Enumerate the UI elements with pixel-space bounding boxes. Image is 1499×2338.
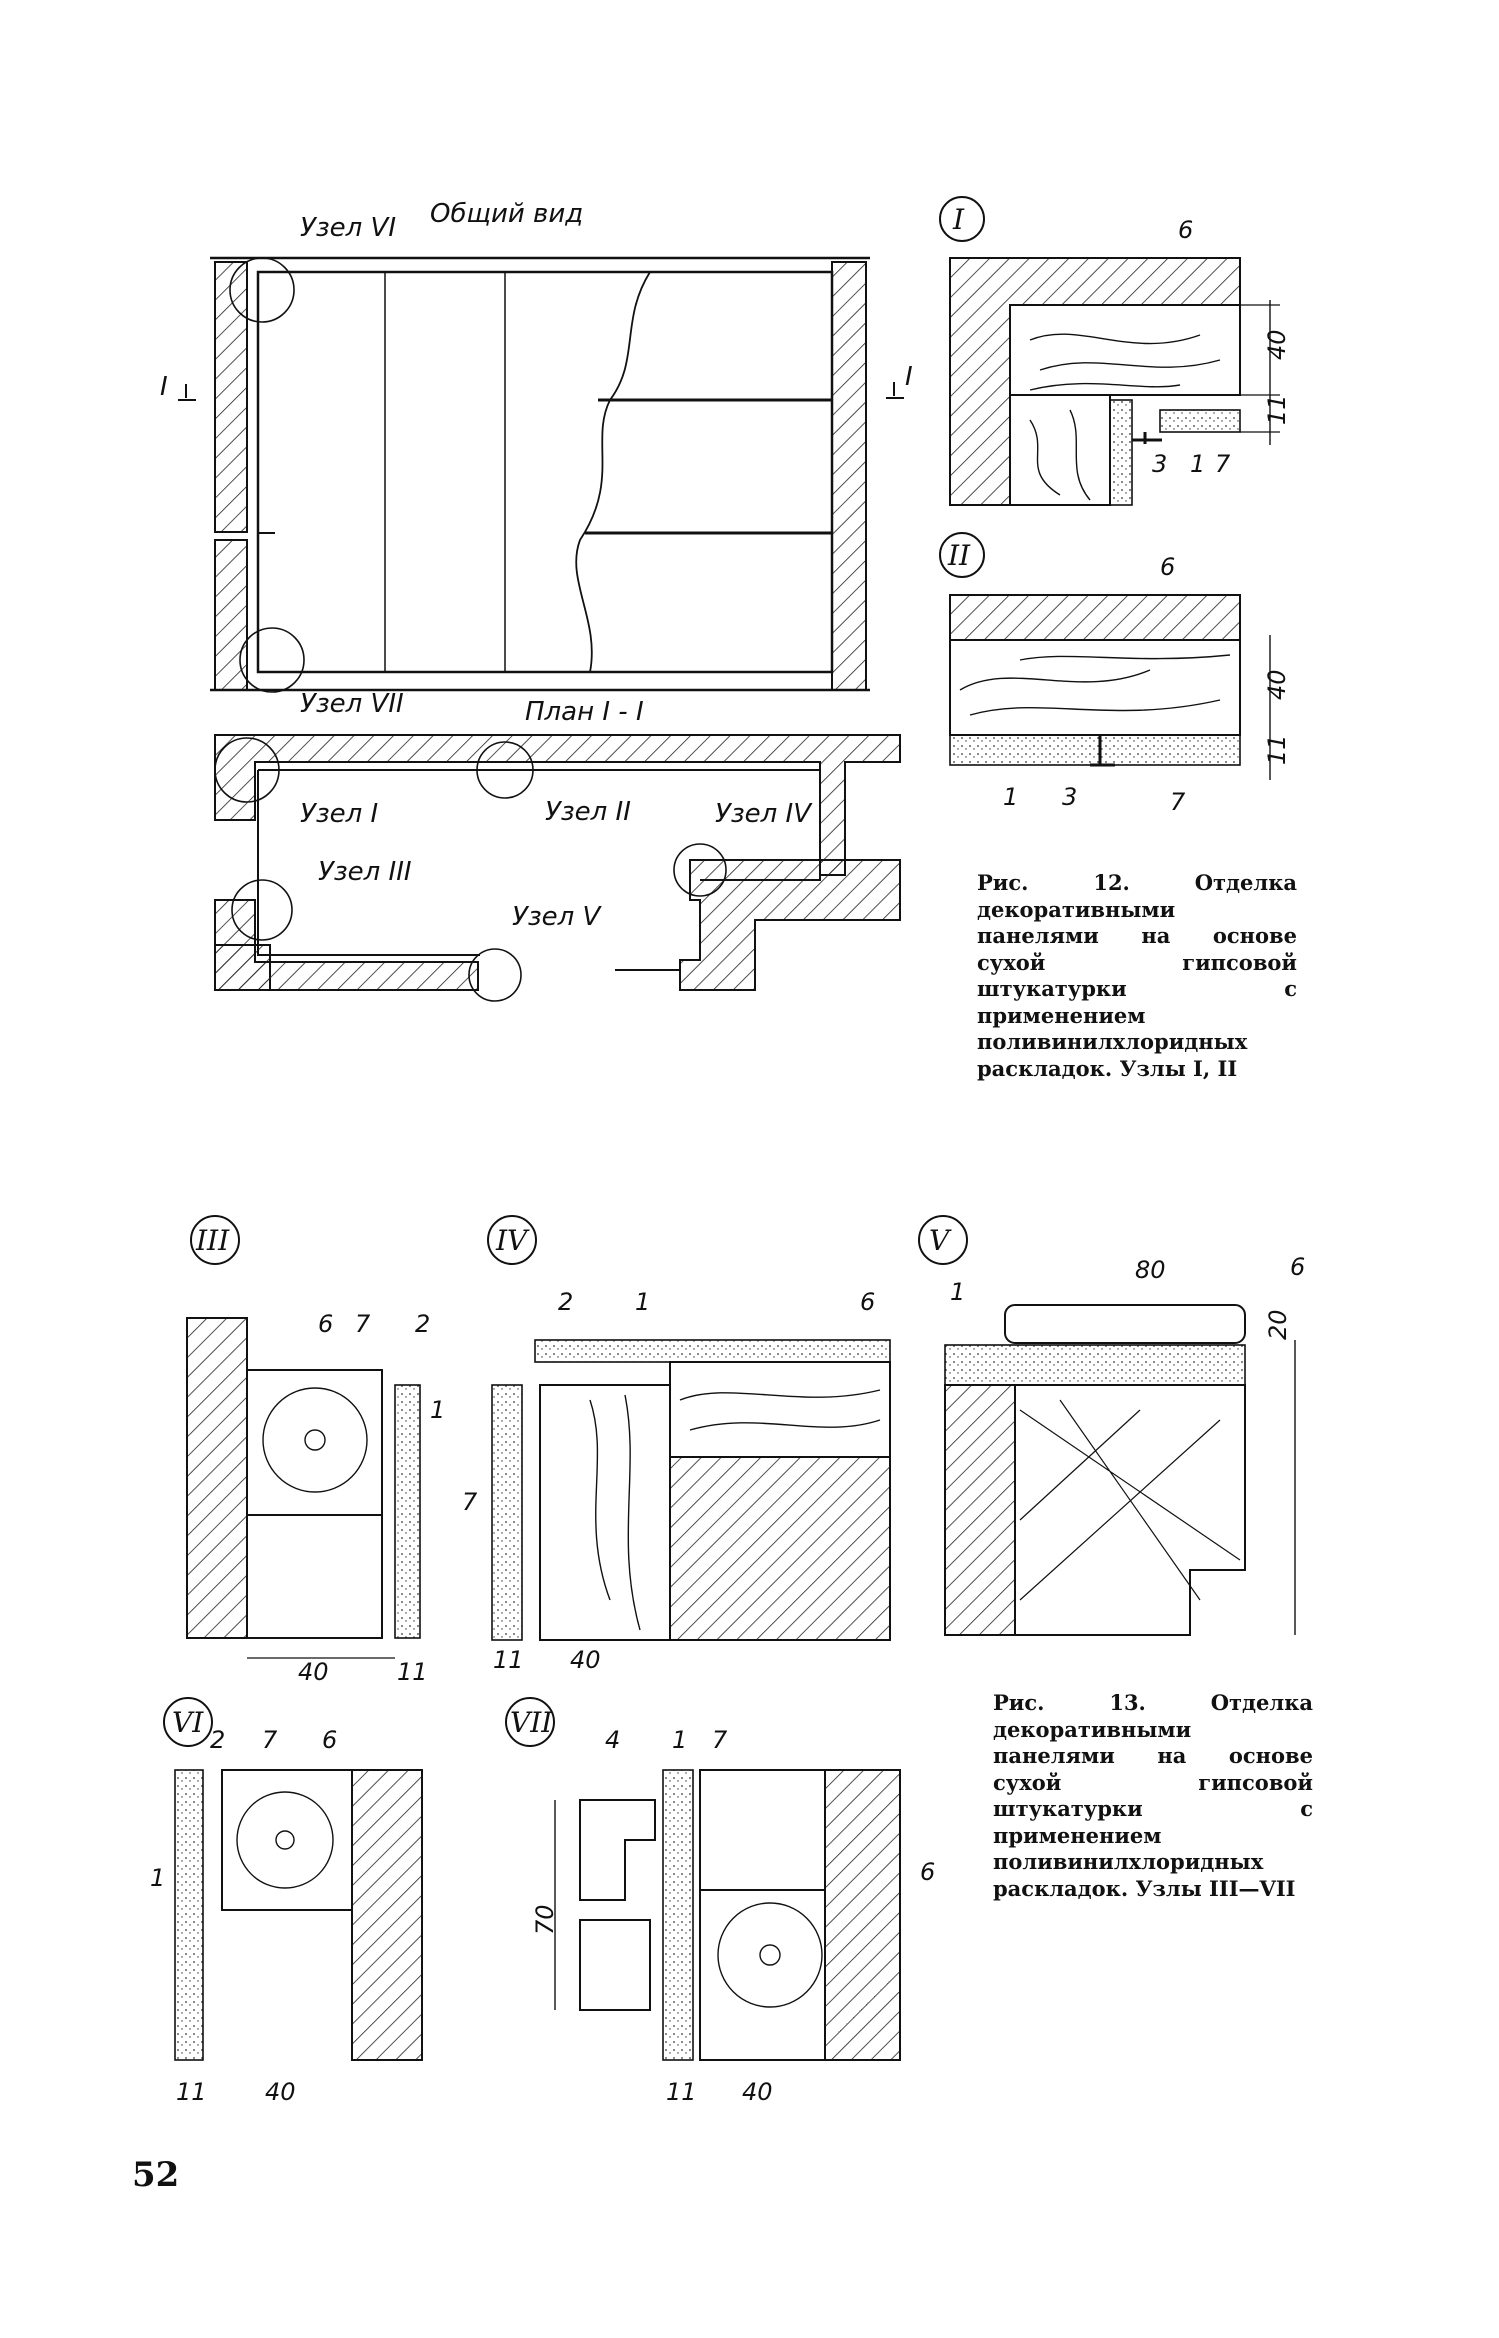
svg-text:4: 4 — [605, 1726, 620, 1754]
svg-text:6: 6 — [1290, 1253, 1305, 1281]
page-number: 52 — [132, 2155, 180, 2195]
svg-text:11: 11 — [493, 1646, 524, 1674]
svg-text:1: 1 — [150, 1864, 165, 1892]
node-III-label: Узел III — [318, 857, 412, 887]
svg-text:11: 11 — [1263, 734, 1291, 765]
svg-text:2: 2 — [210, 1726, 225, 1754]
node-IV-circle — [673, 843, 727, 897]
svg-text:1: 1 — [950, 1278, 965, 1306]
right-wall — [831, 261, 867, 691]
panel-frame — [256, 270, 834, 674]
plan-view: План I - I Узел I Узел II Узел III Узел … — [214, 697, 901, 1002]
node-VII-circle — [239, 627, 305, 693]
detail-VII-number: VII — [510, 1706, 553, 1739]
figure-12-caption: Рис. 12. Отделка декоративными панелями … — [977, 870, 1297, 1081]
left-wall-top — [214, 261, 248, 533]
svg-text:7: 7 — [355, 1310, 371, 1338]
general-view: Общий вид Узел VI Узел VII I I — [160, 199, 913, 719]
detail-III: III 6 7 2 1 40 11 — [186, 1215, 445, 1686]
svg-text:11: 11 — [666, 2078, 697, 2106]
plan-title: План I - I — [525, 697, 644, 727]
svg-text:40: 40 — [1263, 329, 1291, 360]
detail-I-number: I — [952, 203, 965, 236]
detail-II-number: II — [947, 539, 971, 572]
svg-text:11: 11 — [176, 2078, 207, 2106]
node-V-circle — [468, 948, 522, 1002]
node-I-circle — [214, 737, 280, 803]
svg-text:6: 6 — [860, 1288, 875, 1316]
svg-text:11: 11 — [397, 1658, 428, 1686]
node-III-circle — [231, 879, 293, 941]
figure-13-caption: Рис. 13. Отделка декоративными панелями … — [993, 1690, 1313, 1901]
svg-text:1: 1 — [672, 1726, 687, 1754]
node-II-label: Узел II — [545, 797, 631, 827]
svg-text:7: 7 — [462, 1488, 478, 1516]
detail-IV-number: IV — [495, 1224, 530, 1257]
node-IV-label: Узел IV — [715, 799, 813, 829]
svg-text:3: 3 — [1062, 783, 1077, 811]
svg-text:2: 2 — [415, 1310, 430, 1338]
node-VII-label: Узел VII — [300, 689, 404, 719]
detail-II: II 6 1 3 7 40 11 — [939, 532, 1291, 816]
svg-text:6: 6 — [1160, 553, 1175, 581]
svg-text:7: 7 — [262, 1726, 278, 1754]
cut-line — [575, 271, 651, 673]
svg-text:7: 7 — [1170, 788, 1186, 816]
svg-text:40: 40 — [570, 1646, 601, 1674]
node-V-label: Узел V — [512, 902, 603, 932]
svg-text:70: 70 — [531, 1904, 559, 1935]
svg-text:1: 1 — [1190, 450, 1205, 478]
svg-text:7: 7 — [1215, 450, 1231, 478]
svg-text:1: 1 — [1003, 783, 1018, 811]
detail-VII: VII 4 1 7 6 70 11 40 — [505, 1697, 935, 2106]
detail-IV: IV 2 1 6 7 11 40 — [462, 1215, 891, 1674]
svg-text:11: 11 — [1263, 394, 1291, 425]
node-VI-circle — [229, 257, 295, 323]
svg-text:7: 7 — [712, 1726, 728, 1754]
svg-text:20: 20 — [1264, 1309, 1292, 1340]
general-view-title: Общий вид — [430, 199, 583, 229]
detail-VI-number: VI — [172, 1706, 204, 1739]
detail-V: V 1 6 80 20 — [918, 1215, 1305, 1636]
svg-text:1: 1 — [430, 1396, 445, 1424]
svg-text:6: 6 — [1178, 216, 1193, 244]
svg-text:6: 6 — [322, 1726, 337, 1754]
plan-wall-bottom — [214, 944, 479, 991]
svg-text:6: 6 — [318, 1310, 333, 1338]
node-VI-label: Узел VI — [300, 213, 396, 243]
detail-VI: VI 2 7 6 1 11 40 — [150, 1697, 423, 2106]
node-I-label: Узел I — [300, 799, 378, 829]
detail-V-number: V — [929, 1224, 952, 1257]
svg-text:2: 2 — [558, 1288, 573, 1316]
section-mark-right: I — [905, 362, 913, 392]
node-II-circle — [476, 741, 534, 799]
svg-text:40: 40 — [1263, 669, 1291, 700]
section-mark-left: I — [160, 372, 168, 402]
svg-text:6: 6 — [920, 1858, 935, 1886]
svg-text:40: 40 — [265, 2078, 296, 2106]
left-wall-bottom — [214, 539, 248, 691]
svg-text:80: 80 — [1135, 1256, 1166, 1284]
svg-text:40: 40 — [298, 1658, 329, 1686]
svg-text:40: 40 — [742, 2078, 773, 2106]
svg-text:1: 1 — [635, 1288, 650, 1316]
svg-text:3: 3 — [1152, 450, 1167, 478]
detail-I: I 6 3 1 7 40 11 — [939, 196, 1291, 506]
detail-III-number: III — [195, 1224, 230, 1257]
